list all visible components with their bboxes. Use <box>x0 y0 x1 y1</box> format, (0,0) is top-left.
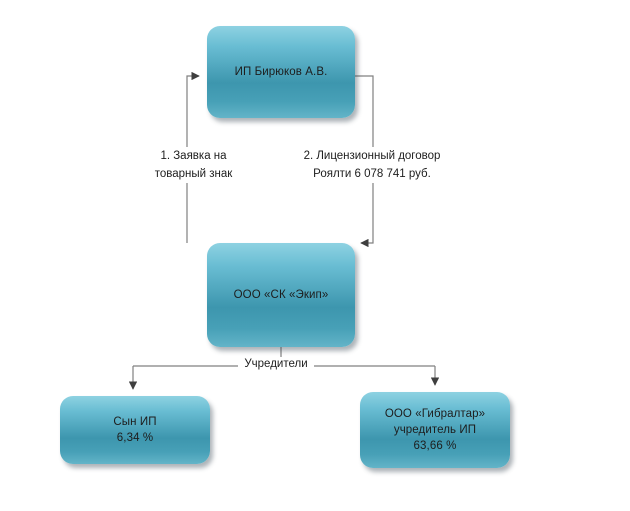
node-ooo-sk-ekip[interactable]: ООО «СК «Экип» <box>207 243 355 347</box>
edge-label-founders: Учредители <box>238 357 314 371</box>
node-son-ip-label: Сын ИП 6,34 % <box>113 416 157 444</box>
edge-label-request: 1. Заявка на товарный знак <box>116 147 271 183</box>
node-ip-biryukov[interactable]: ИП Бирюков А.В. <box>207 26 355 118</box>
edge-label-license: 2. Лицензионный договор Роялти 6 078 741… <box>272 147 472 183</box>
node-ooo-gibraltar[interactable]: ООО «Гибралтар» учредитель ИП 63,66 % <box>360 392 510 468</box>
node-ip-biryukov-label: ИП Бирюков А.В. <box>234 66 328 78</box>
node-son-ip[interactable]: Сын ИП 6,34 % <box>60 396 210 464</box>
node-ooo-sk-ekip-label: ООО «СК «Экип» <box>233 289 329 301</box>
node-ooo-gibraltar-label: ООО «Гибралтар» учредитель ИП 63,66 % <box>384 408 486 452</box>
